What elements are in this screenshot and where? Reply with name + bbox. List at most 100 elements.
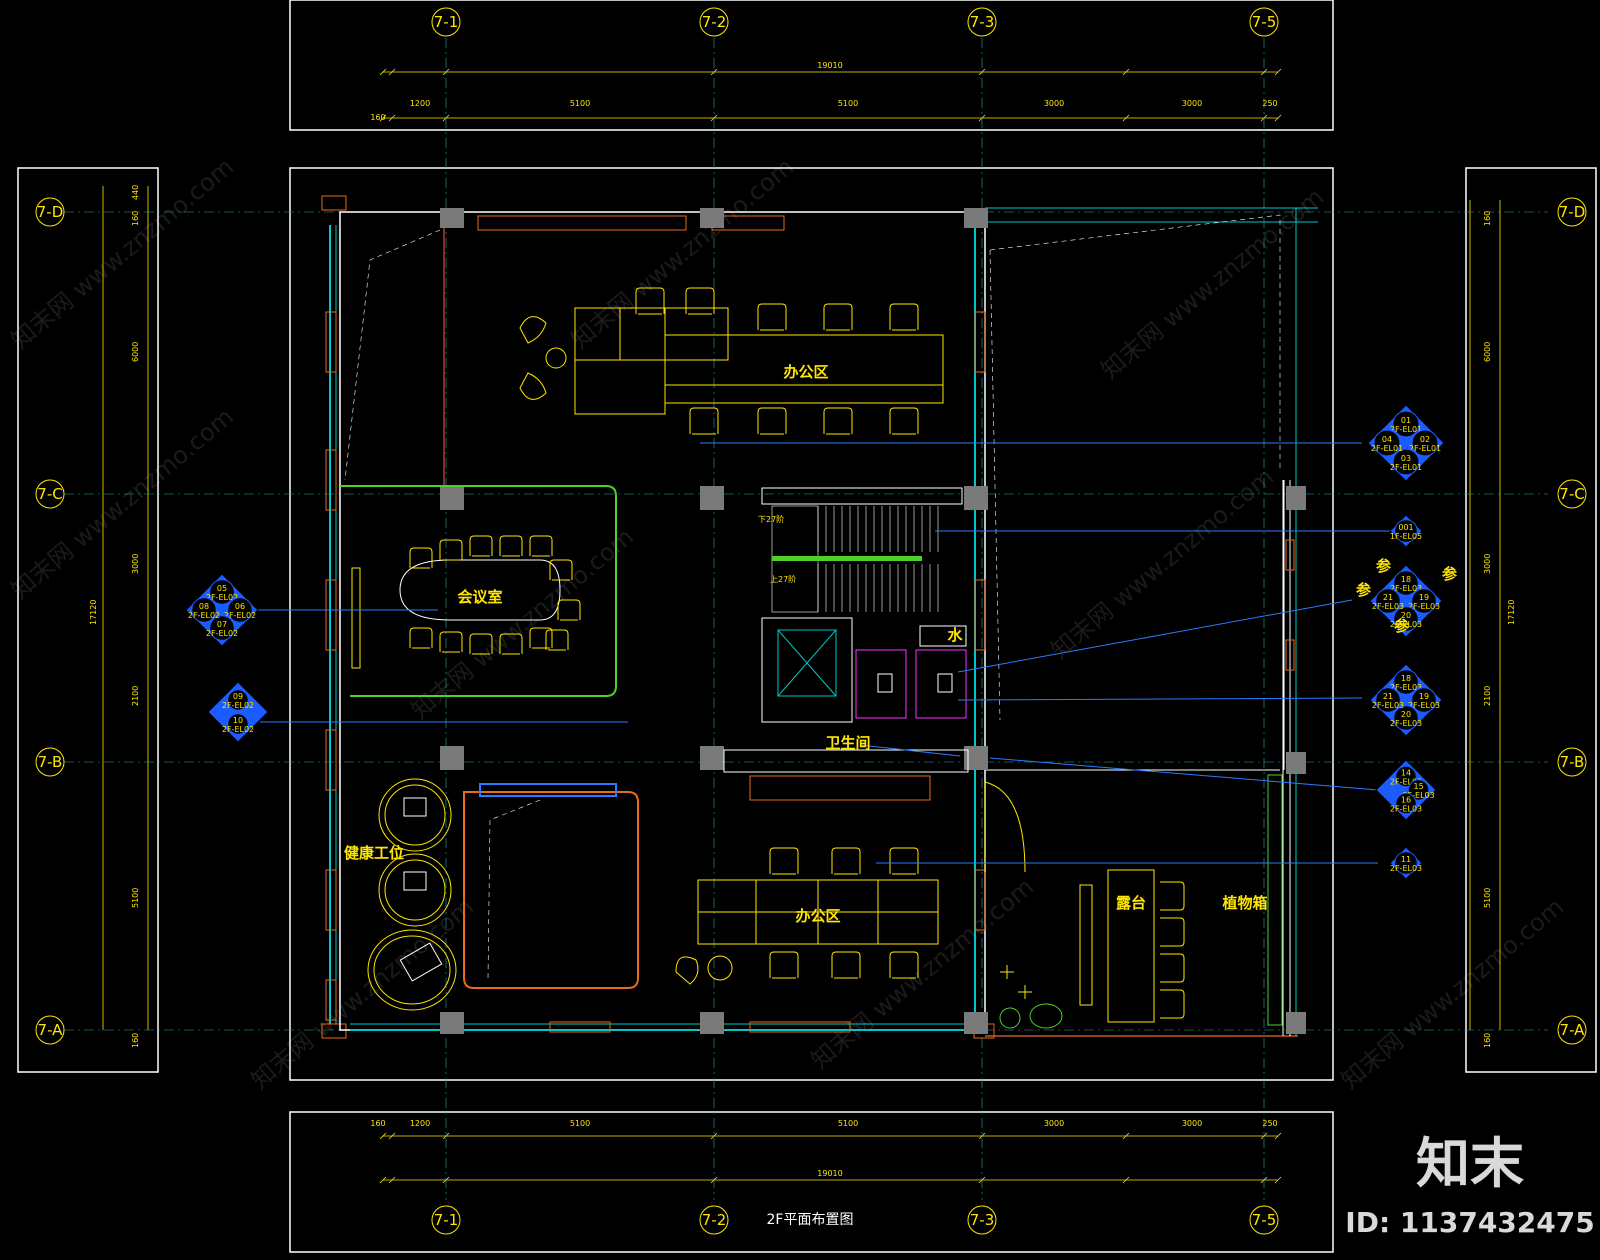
grid-bubbles: 7-1 7-2 7-3 7-5 7-1 7-2 7-3 7-5 7-D 7-C … [35, 7, 1587, 1235]
grid-bubble-7-1-top: 7-1 [431, 7, 461, 37]
office-south [675, 847, 939, 985]
svg-text:5100: 5100 [570, 1119, 590, 1128]
svg-text:18: 18 [1401, 674, 1411, 683]
svg-text:5100: 5100 [838, 1119, 858, 1128]
label-water: 水 [947, 626, 963, 644]
svg-text:3000: 3000 [1044, 1119, 1064, 1128]
dimension-ticks [379, 68, 1282, 1184]
svg-text:250: 250 [1262, 99, 1277, 108]
watermark-text: 知末网 www.znzmo.com [246, 893, 479, 1095]
svg-text:15: 15 [1414, 782, 1424, 791]
grid-bubble-7-3-bottom: 7-3 [967, 1205, 997, 1235]
svg-text:2F-EL03: 2F-EL03 [1390, 683, 1422, 692]
grid-bubble-7-2-bottom: 7-2 [699, 1205, 729, 1235]
svg-text:02: 02 [1420, 435, 1430, 444]
svg-text:7-1: 7-1 [434, 13, 459, 31]
svg-text:5100: 5100 [838, 99, 858, 108]
grid-bubble-7-D-right: 7-D [1557, 197, 1587, 227]
svg-text:160: 160 [1483, 211, 1492, 226]
svg-text:160: 160 [131, 211, 140, 226]
svg-text:2F-EL01: 2F-EL01 [1390, 425, 1422, 434]
svg-text:21: 21 [1383, 593, 1393, 602]
svg-text:160: 160 [1483, 1033, 1492, 1048]
svg-text:参: 参 [1376, 557, 1392, 575]
watermark-text: 知末网 www.znzmo.com [1096, 183, 1329, 385]
grid-bubble-7-B-left: 7-B [35, 747, 65, 777]
svg-text:1200: 1200 [410, 99, 430, 108]
svg-text:3000: 3000 [1483, 554, 1492, 574]
svg-text:2100: 2100 [131, 686, 140, 706]
svg-text:06: 06 [235, 602, 245, 611]
dimension-texts: 19010 19010 160 1200 5100 5100 3000 3000… [89, 61, 1516, 1178]
svg-text:5100: 5100 [570, 99, 590, 108]
svg-text:2F-EL03: 2F-EL03 [1390, 620, 1422, 629]
svg-text:17120: 17120 [1507, 600, 1516, 625]
svg-text:09: 09 [233, 692, 243, 701]
svg-text:1F-EL05: 1F-EL05 [1390, 532, 1422, 541]
lounge-area [463, 783, 639, 989]
svg-text:7-3: 7-3 [970, 13, 995, 31]
grid-bubble-7-C-right: 7-C [1557, 479, 1587, 509]
svg-text:19: 19 [1419, 593, 1429, 602]
svg-text:16: 16 [1401, 796, 1411, 805]
label-planter: 植物箱 [1222, 894, 1267, 912]
svg-text:2F-EL03: 2F-EL03 [1390, 778, 1422, 787]
svg-text:18: 18 [1401, 575, 1411, 584]
svg-text:17120: 17120 [89, 600, 98, 625]
watermark-text: 知末网 www.znzmo.com [566, 153, 799, 355]
svg-text:2F-EL03: 2F-EL03 [1390, 864, 1422, 873]
grid-bubble-7-5-bottom: 7-5 [1249, 1205, 1279, 1235]
svg-text:2F-EL02: 2F-EL02 [222, 725, 254, 734]
svg-text:7-5: 7-5 [1252, 1211, 1277, 1229]
brand-logo: 知末 [1416, 1132, 1524, 1195]
svg-text:7-D: 7-D [37, 203, 64, 221]
svg-text:6000: 6000 [131, 342, 140, 362]
stair-up-label: 上27阶 [770, 574, 796, 584]
svg-text:7-1: 7-1 [434, 1211, 459, 1229]
label-terrace: 露台 [1116, 894, 1146, 912]
svg-text:160: 160 [131, 1033, 140, 1048]
svg-text:2F-EL02: 2F-EL02 [206, 629, 238, 638]
svg-text:20: 20 [1401, 611, 1411, 620]
grid-bubble-7-B-right: 7-B [1557, 747, 1587, 777]
svg-text:11: 11 [1401, 855, 1411, 864]
label-office-north: 办公区 [783, 363, 828, 381]
svg-text:7-2: 7-2 [702, 1211, 727, 1229]
svg-text:7-A: 7-A [1560, 1021, 1586, 1039]
svg-text:2F-EL03: 2F-EL03 [1402, 791, 1434, 800]
svg-text:2F-EL03: 2F-EL03 [1372, 602, 1404, 611]
svg-text:参: 参 [1356, 581, 1372, 599]
elevation-tags: 012F-EL01022F-EL01032F-EL01042F-EL010011… [185, 404, 1458, 880]
svg-text:07: 07 [217, 620, 227, 629]
grid-bubble-7-C-left: 7-C [35, 479, 65, 509]
svg-text:2F-EL03: 2F-EL03 [1408, 602, 1440, 611]
grid-bubble-7-3-top: 7-3 [967, 7, 997, 37]
grid-bubble-7-A-right: 7-A [1557, 1015, 1587, 1045]
svg-text:250: 250 [1262, 1119, 1277, 1128]
svg-text:160: 160 [370, 113, 385, 122]
brand-block: 知末 ID: 1137432475 [1345, 1132, 1594, 1239]
svg-text:2F-EL01: 2F-EL01 [1390, 463, 1422, 472]
office-north [519, 287, 944, 435]
svg-text:01: 01 [1401, 416, 1411, 425]
svg-text:21: 21 [1383, 692, 1393, 701]
grid-bubble-7-5-top: 7-5 [1249, 7, 1279, 37]
grid-bubble-7-D-left: 7-D [35, 197, 65, 227]
svg-text:2F-EL02: 2F-EL02 [188, 611, 220, 620]
svg-text:7-3: 7-3 [970, 1211, 995, 1229]
leader-lines [218, 442, 1392, 864]
svg-text:03: 03 [1401, 454, 1411, 463]
svg-text:08: 08 [199, 602, 209, 611]
svg-text:2F-EL03: 2F-EL03 [1408, 701, 1440, 710]
room-labels: 办公区 会议室 卫生间 水 健康工位 办公区 露台 植物箱 下27阶 上27阶 [344, 363, 1268, 925]
grid-bubble-7-1-bottom: 7-1 [431, 1205, 461, 1235]
grid-bubble-7-2-top: 7-2 [699, 7, 729, 37]
svg-text:440: 440 [131, 185, 140, 200]
svg-text:2F-EL03: 2F-EL03 [1372, 701, 1404, 710]
svg-text:参: 参 [1442, 565, 1458, 583]
